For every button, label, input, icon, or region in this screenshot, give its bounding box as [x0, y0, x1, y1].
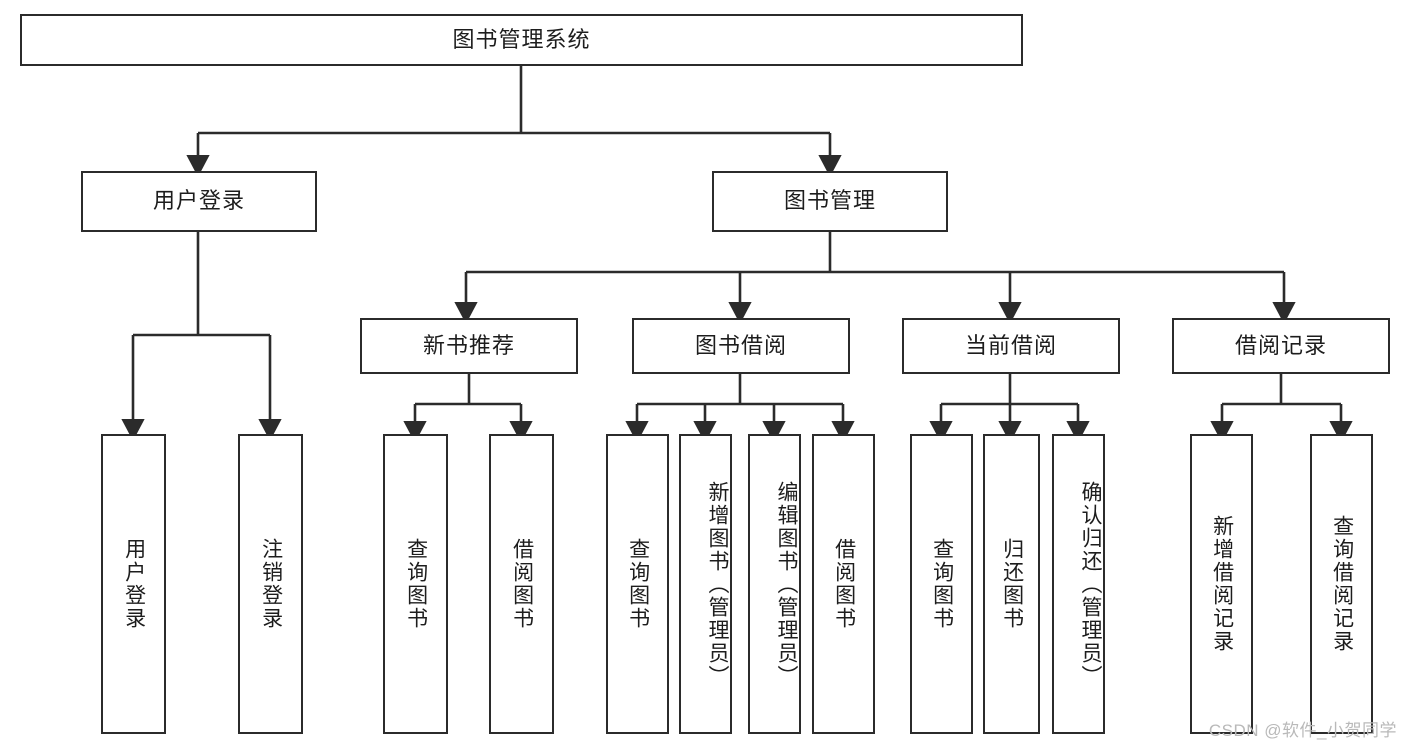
leaf-book-borrow-edit[interactable]: 编辑图书（管理员）: [748, 434, 801, 734]
node-book-borrow[interactable]: 图书借阅: [632, 318, 850, 374]
leaf-label: 新增借阅记录: [1210, 515, 1234, 653]
watermark: CSDN @软件_小贺同学: [1208, 721, 1397, 740]
leaf-borrow-record-query[interactable]: 查询借阅记录: [1310, 434, 1373, 734]
node-root[interactable]: 图书管理系统: [20, 14, 1023, 66]
leaf-user-login-login[interactable]: 用户登录: [101, 434, 166, 734]
node-book-management[interactable]: 图书管理: [712, 171, 948, 232]
leaf-label: 确认归还（管理员）: [1079, 480, 1102, 688]
leaf-label: 用户登录: [122, 538, 146, 630]
leaf-current-borrow-confirm-return[interactable]: 确认归还（管理员）: [1052, 434, 1105, 734]
node-new-book-recommend-label: 新书推荐: [422, 332, 515, 358]
leaf-label: 编辑图书（管理员）: [775, 480, 798, 688]
leaf-current-borrow-query[interactable]: 查询图书: [910, 434, 973, 734]
leaf-label: 借阅图书: [832, 538, 856, 630]
leaf-borrow-record-add[interactable]: 新增借阅记录: [1190, 434, 1253, 734]
node-borrow-record-label: 借阅记录: [1234, 332, 1327, 358]
leaf-label: 查询图书: [930, 538, 954, 630]
leaf-new-book-borrow[interactable]: 借阅图书: [489, 434, 554, 734]
leaf-book-borrow-query[interactable]: 查询图书: [606, 434, 669, 734]
leaf-user-login-logout[interactable]: 注销登录: [238, 434, 303, 734]
node-borrow-record[interactable]: 借阅记录: [1172, 318, 1390, 374]
node-book-management-label: 图书管理: [783, 188, 876, 214]
node-current-borrow[interactable]: 当前借阅: [902, 318, 1120, 374]
leaf-label: 注销登录: [259, 538, 283, 630]
leaf-label: 归还图书: [1000, 538, 1024, 630]
leaf-label: 查询借阅记录: [1330, 515, 1354, 653]
leaf-current-borrow-return[interactable]: 归还图书: [983, 434, 1040, 734]
node-root-label: 图书管理系统: [452, 26, 591, 52]
node-user-login[interactable]: 用户登录: [81, 171, 317, 232]
node-current-borrow-label: 当前借阅: [964, 332, 1057, 358]
leaf-book-borrow-borrow[interactable]: 借阅图书: [812, 434, 875, 734]
leaf-book-borrow-add[interactable]: 新增图书（管理员）: [679, 434, 732, 734]
leaf-label: 新增图书（管理员）: [706, 480, 729, 688]
node-book-borrow-label: 图书借阅: [694, 332, 787, 358]
leaf-label: 查询图书: [626, 538, 650, 630]
node-new-book-recommend[interactable]: 新书推荐: [360, 318, 578, 374]
leaf-label: 查询图书: [404, 538, 428, 630]
leaf-new-book-query[interactable]: 查询图书: [383, 434, 448, 734]
node-user-login-label: 用户登录: [152, 188, 245, 214]
leaf-label: 借阅图书: [510, 538, 534, 630]
